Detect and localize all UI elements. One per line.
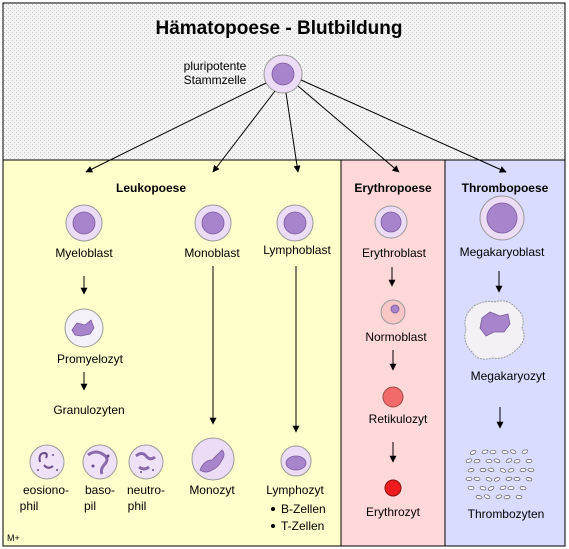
granulozyten-label: Granulozyten	[53, 403, 124, 417]
basophil-label-line1: baso-	[85, 483, 115, 497]
platelet	[481, 449, 489, 454]
monozyt-label: Monozyt	[189, 483, 235, 497]
platelet	[479, 486, 487, 491]
erythropoese-heading: Erythropoese	[354, 181, 432, 195]
branch-line-mono	[212, 90, 276, 173]
platelet	[469, 450, 477, 455]
monozyt-cell	[191, 437, 235, 481]
megakaryoblast-label: Megakaryoblast	[460, 245, 545, 259]
erythrozyt-label: Erythrozyt	[366, 505, 421, 519]
thrombozyten-label: Thrombozyten	[468, 507, 545, 521]
neutrophil-label-line2: phil	[128, 499, 147, 513]
bullet-b-zellen	[271, 507, 275, 511]
thrombozyten-cluster	[465, 449, 535, 500]
diagram-title: Hämatopoese - Blutbildung	[156, 18, 403, 39]
myeloblast-label: Myeloblast	[55, 246, 113, 260]
platelet	[513, 477, 521, 481]
branch-line-erythro	[297, 85, 400, 173]
retikulozyt-cell	[382, 386, 404, 408]
platelet	[513, 459, 521, 464]
platelet	[527, 467, 535, 472]
b-zellen-label: B-Zellen	[281, 502, 326, 516]
megakaryozyt-cell	[464, 300, 525, 360]
platelet	[489, 450, 497, 455]
stem-cell-label-line1: pluripotente	[184, 59, 247, 73]
normoblast-cell	[380, 299, 406, 325]
retikulozyt-label: Retikulozyt	[369, 412, 428, 426]
erythroblast-cell	[374, 205, 408, 239]
eosinophil-label-line2: phil	[20, 499, 39, 513]
megakaryoblast-cell	[479, 195, 525, 241]
monoblast-label: Monoblast	[184, 246, 240, 260]
footnote: M+	[7, 533, 20, 543]
platelet	[473, 459, 481, 464]
platelet	[503, 495, 511, 500]
neutrophil-cell	[128, 444, 164, 480]
platelet	[505, 476, 513, 481]
platelet	[467, 485, 475, 490]
platelet	[525, 477, 533, 482]
bullet-t-zellen	[271, 524, 275, 528]
lymphozyt-cell	[280, 445, 312, 477]
platelet	[519, 467, 527, 472]
platelet	[507, 486, 515, 491]
platelet	[519, 486, 527, 491]
platelet	[505, 458, 513, 463]
branch-line-myelo	[85, 82, 267, 173]
platelet	[465, 476, 473, 481]
stem-cell	[263, 54, 303, 94]
eosinophil-cell	[29, 444, 65, 480]
platelet	[493, 458, 501, 463]
normoblast-label: Normoblast	[365, 330, 427, 344]
platelet	[499, 485, 507, 490]
leukopoese-heading: Leukopoese	[116, 181, 186, 195]
platelet	[487, 486, 495, 491]
platelet	[479, 468, 487, 472]
monoblast-cell	[194, 204, 232, 242]
myeloblast-cell	[65, 204, 103, 242]
lymphozyt-label: Lymphozyt	[266, 483, 324, 497]
lymphoblast-label: Lymphoblast	[263, 243, 331, 257]
platelet	[467, 468, 475, 473]
neutrophil-label-line1: neutro-	[127, 483, 165, 497]
promyelozyt-cell	[64, 308, 104, 348]
platelet	[465, 458, 473, 463]
platelet	[493, 477, 501, 482]
erythroblast-label: Erythroblast	[362, 246, 427, 260]
platelet	[475, 495, 483, 500]
platelet	[525, 459, 533, 463]
platelet	[485, 459, 493, 464]
platelet	[485, 477, 493, 482]
lymphoblast-cell	[276, 204, 314, 242]
t-zellen-label: T-Zellen	[281, 519, 324, 533]
megakaryozyt-label: Megakaryozyt	[471, 369, 546, 383]
platelet	[499, 468, 507, 473]
erythrozyt-cell	[384, 479, 402, 497]
platelet	[501, 450, 509, 455]
thrombopoese-heading: Thrombopoese	[462, 181, 549, 195]
platelet	[515, 495, 523, 500]
branch-line-thrombo	[300, 79, 507, 173]
platelet	[509, 449, 517, 454]
platelet	[483, 494, 491, 499]
platelet	[507, 468, 515, 473]
platelet	[487, 467, 495, 472]
basophil-label-line2: pil	[84, 499, 96, 513]
platelet	[521, 449, 529, 454]
basophil-cell	[82, 444, 118, 480]
eosinophil-label-line1: eosiono-	[23, 483, 69, 497]
promyelozyt-label: Promyelozyt	[57, 352, 124, 366]
branch-line-lympho	[285, 92, 301, 173]
stem-cell-label-line2: Stammzelle	[184, 73, 247, 87]
platelet	[473, 476, 481, 481]
platelet	[495, 494, 503, 499]
